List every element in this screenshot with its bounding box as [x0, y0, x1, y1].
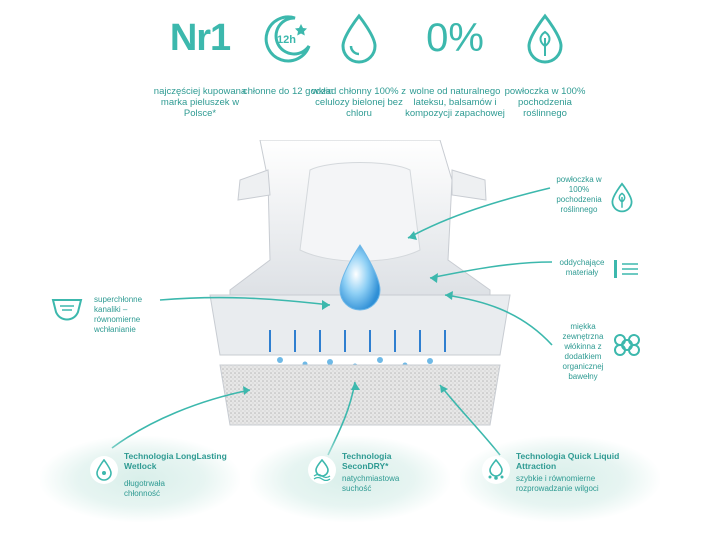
- callout-plant-cover: powłoczka w 100% pochodzenia roślinnego: [556, 175, 602, 214]
- tech-desc: szybkie i równomierne rozprowadzanie wil…: [516, 474, 599, 493]
- tech-card-secondry: Technologia SeconDRY* natychmiastowa suc…: [250, 436, 450, 522]
- moon-icon-text: 12h: [277, 34, 296, 46]
- callout-soft-outer: miękka zewnętrzna włókinna z dodatkiem o…: [562, 322, 604, 381]
- leaf-icon: [495, 10, 595, 66]
- zero-percent-badge: 0%: [426, 15, 484, 60]
- tech-desc: natychmiastowa suchość: [342, 474, 400, 493]
- feature-nr1: Nr1 najczęściej kupowana marka pieluszek…: [150, 10, 250, 120]
- callout-breathable: oddychające materiały: [559, 258, 605, 277]
- water-drop-icon: [309, 10, 409, 66]
- feature-label: najczęściej kupowana marka pieluszek w P…: [153, 86, 247, 119]
- drop-waves-icon: [308, 456, 336, 484]
- feature-label: wolne od naturalnego lateksu, balsamów i…: [405, 86, 505, 119]
- tech-desc: długotrwała chłonność: [124, 479, 165, 498]
- feature-label: wkład chłonny 100% z celulozy bielonej b…: [312, 86, 406, 119]
- nr1-badge: Nr1: [169, 16, 231, 59]
- feature-label: chłonne do 12 godzin: [242, 86, 334, 97]
- drop-bubbles-icon: [482, 456, 510, 484]
- moon-12h-icon: 12h: [238, 10, 338, 66]
- cotton-icon: [612, 330, 642, 360]
- leaf-icon: [610, 180, 634, 214]
- callout-channels: superchłonne kanaliki – równomierne wchł…: [94, 295, 143, 334]
- drop-lock-icon: [90, 456, 118, 484]
- tech-card-longlasting: Technologia LongLasting Wetlock długotrw…: [40, 436, 240, 522]
- tech-card-quick-liquid: Technologia Quick Liquid Attraction szyb…: [460, 436, 660, 522]
- feature-zero: 0% wolne od naturalnego lateksu, balsamó…: [400, 10, 510, 120]
- tech-title: Technologia Quick Liquid Attraction: [516, 451, 620, 471]
- tech-title: Technologia LongLasting Wetlock: [124, 451, 227, 471]
- tech-title: Technologia SeconDRY*: [342, 451, 392, 471]
- feature-label: powłoczka w 100% pochodzenia roślinnego: [504, 86, 586, 119]
- diaper-icon: [50, 296, 84, 326]
- feature-cellulose: wkład chłonny 100% z celulozy bielonej b…: [309, 10, 409, 119]
- diaper-illustration: [209, 140, 511, 426]
- feature-plant: powłoczka w 100% pochodzenia roślinnego: [495, 10, 595, 119]
- feature-12h: 12h chłonne do 12 godzin: [238, 10, 338, 97]
- breathable-icon: [612, 256, 642, 282]
